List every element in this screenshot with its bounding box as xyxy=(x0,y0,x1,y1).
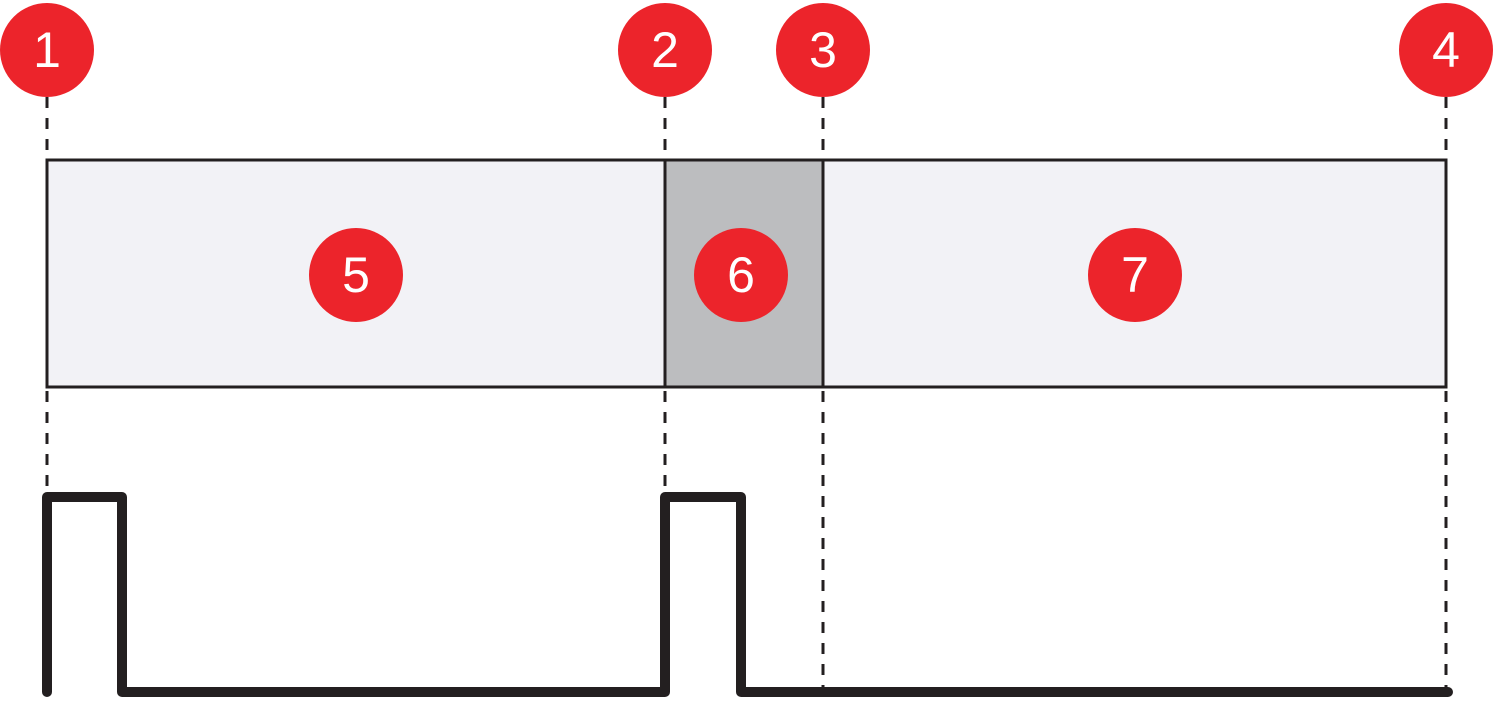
marker-badge-2: 2 xyxy=(618,3,712,97)
segment-badge-7: 7 xyxy=(1088,228,1182,322)
marker-label-4: 4 xyxy=(1432,22,1460,78)
marker-badge-1: 1 xyxy=(0,3,94,97)
marker-badge-3: 3 xyxy=(776,3,870,97)
marker-label-3: 3 xyxy=(809,22,837,78)
marker-label-1: 1 xyxy=(33,22,61,78)
segment-label-5: 5 xyxy=(342,247,370,303)
marker-badge-4: 4 xyxy=(1399,3,1493,97)
segment-badge-5: 5 xyxy=(309,228,403,322)
marker-label-2: 2 xyxy=(651,22,679,78)
segment-label-7: 7 xyxy=(1121,247,1149,303)
pulse-waveform xyxy=(42,492,1453,697)
segment-label-6: 6 xyxy=(727,247,755,303)
segment-badge-6: 6 xyxy=(694,228,788,322)
